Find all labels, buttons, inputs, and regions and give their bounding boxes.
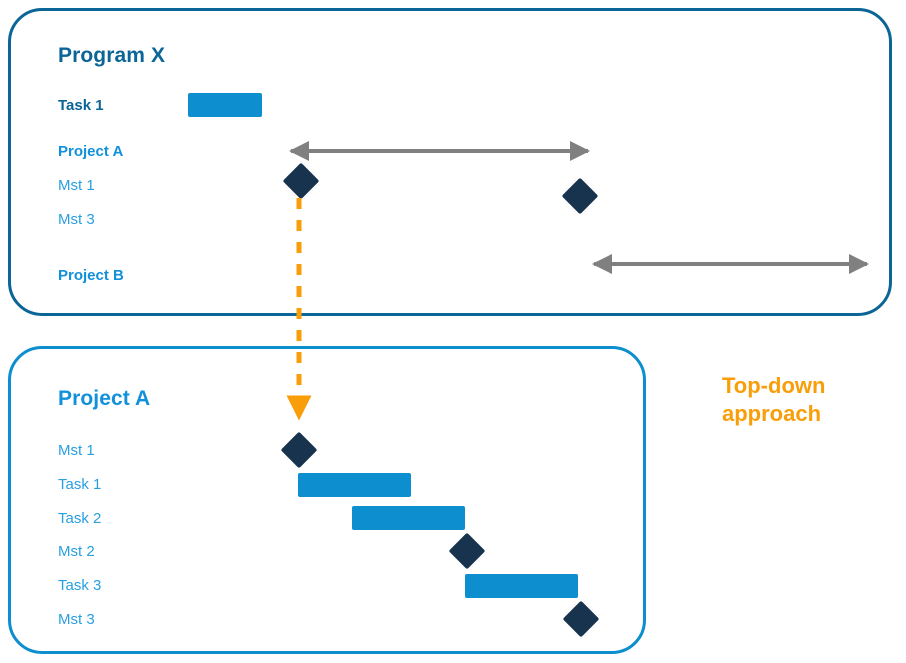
program-row-label-project-b: Project B (58, 267, 124, 284)
project-row-label-mst-3: Mst 3 (58, 611, 95, 628)
project-gantt-bar-task-2[interactable] (352, 506, 465, 530)
project-panel-title: Project A (58, 387, 151, 410)
program-duration-arrow-project-b (592, 254, 869, 274)
project-gantt-bar-task-1[interactable] (298, 473, 411, 497)
project-panel (8, 346, 646, 654)
program-row-label-project-a: Project A (58, 143, 124, 160)
top-down-link-arrow (286, 198, 312, 421)
project-row-label-mst-2: Mst 2 (58, 543, 95, 560)
program-panel (8, 8, 892, 316)
project-row-label-mst-1: Mst 1 (58, 442, 95, 459)
project-row-label-task-3: Task 3 (58, 577, 102, 594)
program-duration-arrow-project-a (289, 141, 590, 161)
program-row-label-task-1: Task 1 (58, 97, 104, 114)
project-row-label-task-2: Task 2 (58, 510, 102, 527)
program-panel-title: Program X (58, 44, 166, 67)
project-row-label-task-1: Task 1 (58, 476, 102, 493)
top-down-approach-annotation: Top-down approach (722, 373, 826, 426)
program-row-label-mst-3: Mst 3 (58, 211, 95, 228)
project-gantt-bar-task-3[interactable] (465, 574, 578, 598)
program-gantt-bar-task-1[interactable] (188, 93, 262, 117)
program-row-label-mst-1: Mst 1 (58, 177, 95, 194)
